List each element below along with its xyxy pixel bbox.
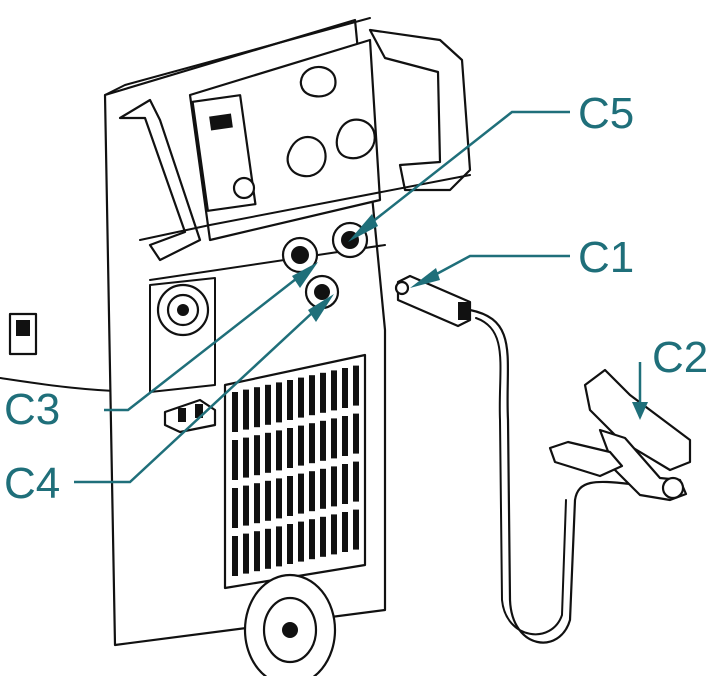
vent-slot <box>331 370 337 411</box>
label-c3: C3 <box>4 385 60 434</box>
vent-slot <box>309 375 315 416</box>
vent-slot <box>243 389 249 430</box>
vent-slot <box>353 365 359 406</box>
vent-slot <box>320 372 326 413</box>
vent-slot <box>331 514 337 555</box>
vent-slot <box>232 440 238 480</box>
callout-line-c1 <box>417 254 570 286</box>
arrow-c2 <box>632 402 648 420</box>
arrow-c5 <box>348 214 378 242</box>
vent-slot <box>320 420 326 461</box>
vent-slot <box>298 473 304 514</box>
control-knobs <box>286 65 376 178</box>
callout-line-c4 <box>74 299 327 484</box>
wall-plug <box>8 312 38 356</box>
vent-slot <box>342 464 348 504</box>
vent-slot <box>353 509 359 550</box>
wheel <box>243 573 337 676</box>
torch-cable <box>468 308 632 644</box>
vent-slot <box>265 528 271 569</box>
vent-slot <box>287 476 293 516</box>
vent-slot <box>254 387 260 428</box>
vent-slot <box>254 531 260 572</box>
vent-slot <box>265 432 271 473</box>
bracket <box>163 398 217 434</box>
arrow-c3 <box>292 262 318 288</box>
vent-slot <box>320 468 326 509</box>
earth-clamp <box>548 368 692 502</box>
vent-slot <box>276 430 282 471</box>
callout-line-c3 <box>104 267 311 412</box>
vent-slot <box>232 392 238 432</box>
callout-line-c5 <box>361 110 570 231</box>
vent-slot <box>254 435 260 476</box>
label-c4: C4 <box>4 459 60 508</box>
vent-slot <box>287 380 293 420</box>
vent-grille <box>223 353 367 590</box>
vent-slot <box>232 536 238 576</box>
vent-slot <box>243 437 249 478</box>
vent-slot <box>298 377 304 418</box>
vent-slot <box>232 488 238 528</box>
vent-slot <box>331 466 337 507</box>
vent-slot <box>309 471 315 512</box>
vent-slot <box>342 368 348 408</box>
side-connector <box>149 277 216 393</box>
vent-slot <box>276 382 282 423</box>
arrow-c4 <box>308 294 334 322</box>
vent-slot <box>243 485 249 526</box>
vent-slot <box>298 521 304 562</box>
vent-slot <box>353 413 359 454</box>
arrow-c1 <box>410 268 440 288</box>
carry-handle <box>118 28 472 262</box>
label-c2: C2 <box>652 333 708 382</box>
vent-slot <box>287 524 293 564</box>
vent-slot <box>320 516 326 557</box>
vent-slot <box>353 461 359 502</box>
vent-slot <box>342 416 348 456</box>
vent-slot <box>287 428 293 468</box>
label-c1: C1 <box>578 233 634 282</box>
socket-c3 <box>281 236 319 274</box>
vent-slot <box>276 478 282 519</box>
torch-plug <box>394 274 472 328</box>
vent-slot <box>342 512 348 552</box>
vent-slot <box>276 526 282 567</box>
vent-slot <box>309 423 315 464</box>
vent-slot <box>298 425 304 466</box>
vent-slot <box>265 480 271 521</box>
vent-slot <box>243 533 249 574</box>
vent-slot <box>254 483 260 524</box>
vent-slot <box>309 519 315 560</box>
vent-slot <box>331 418 337 459</box>
label-c5: C5 <box>578 89 634 138</box>
vent-slot <box>265 384 271 425</box>
